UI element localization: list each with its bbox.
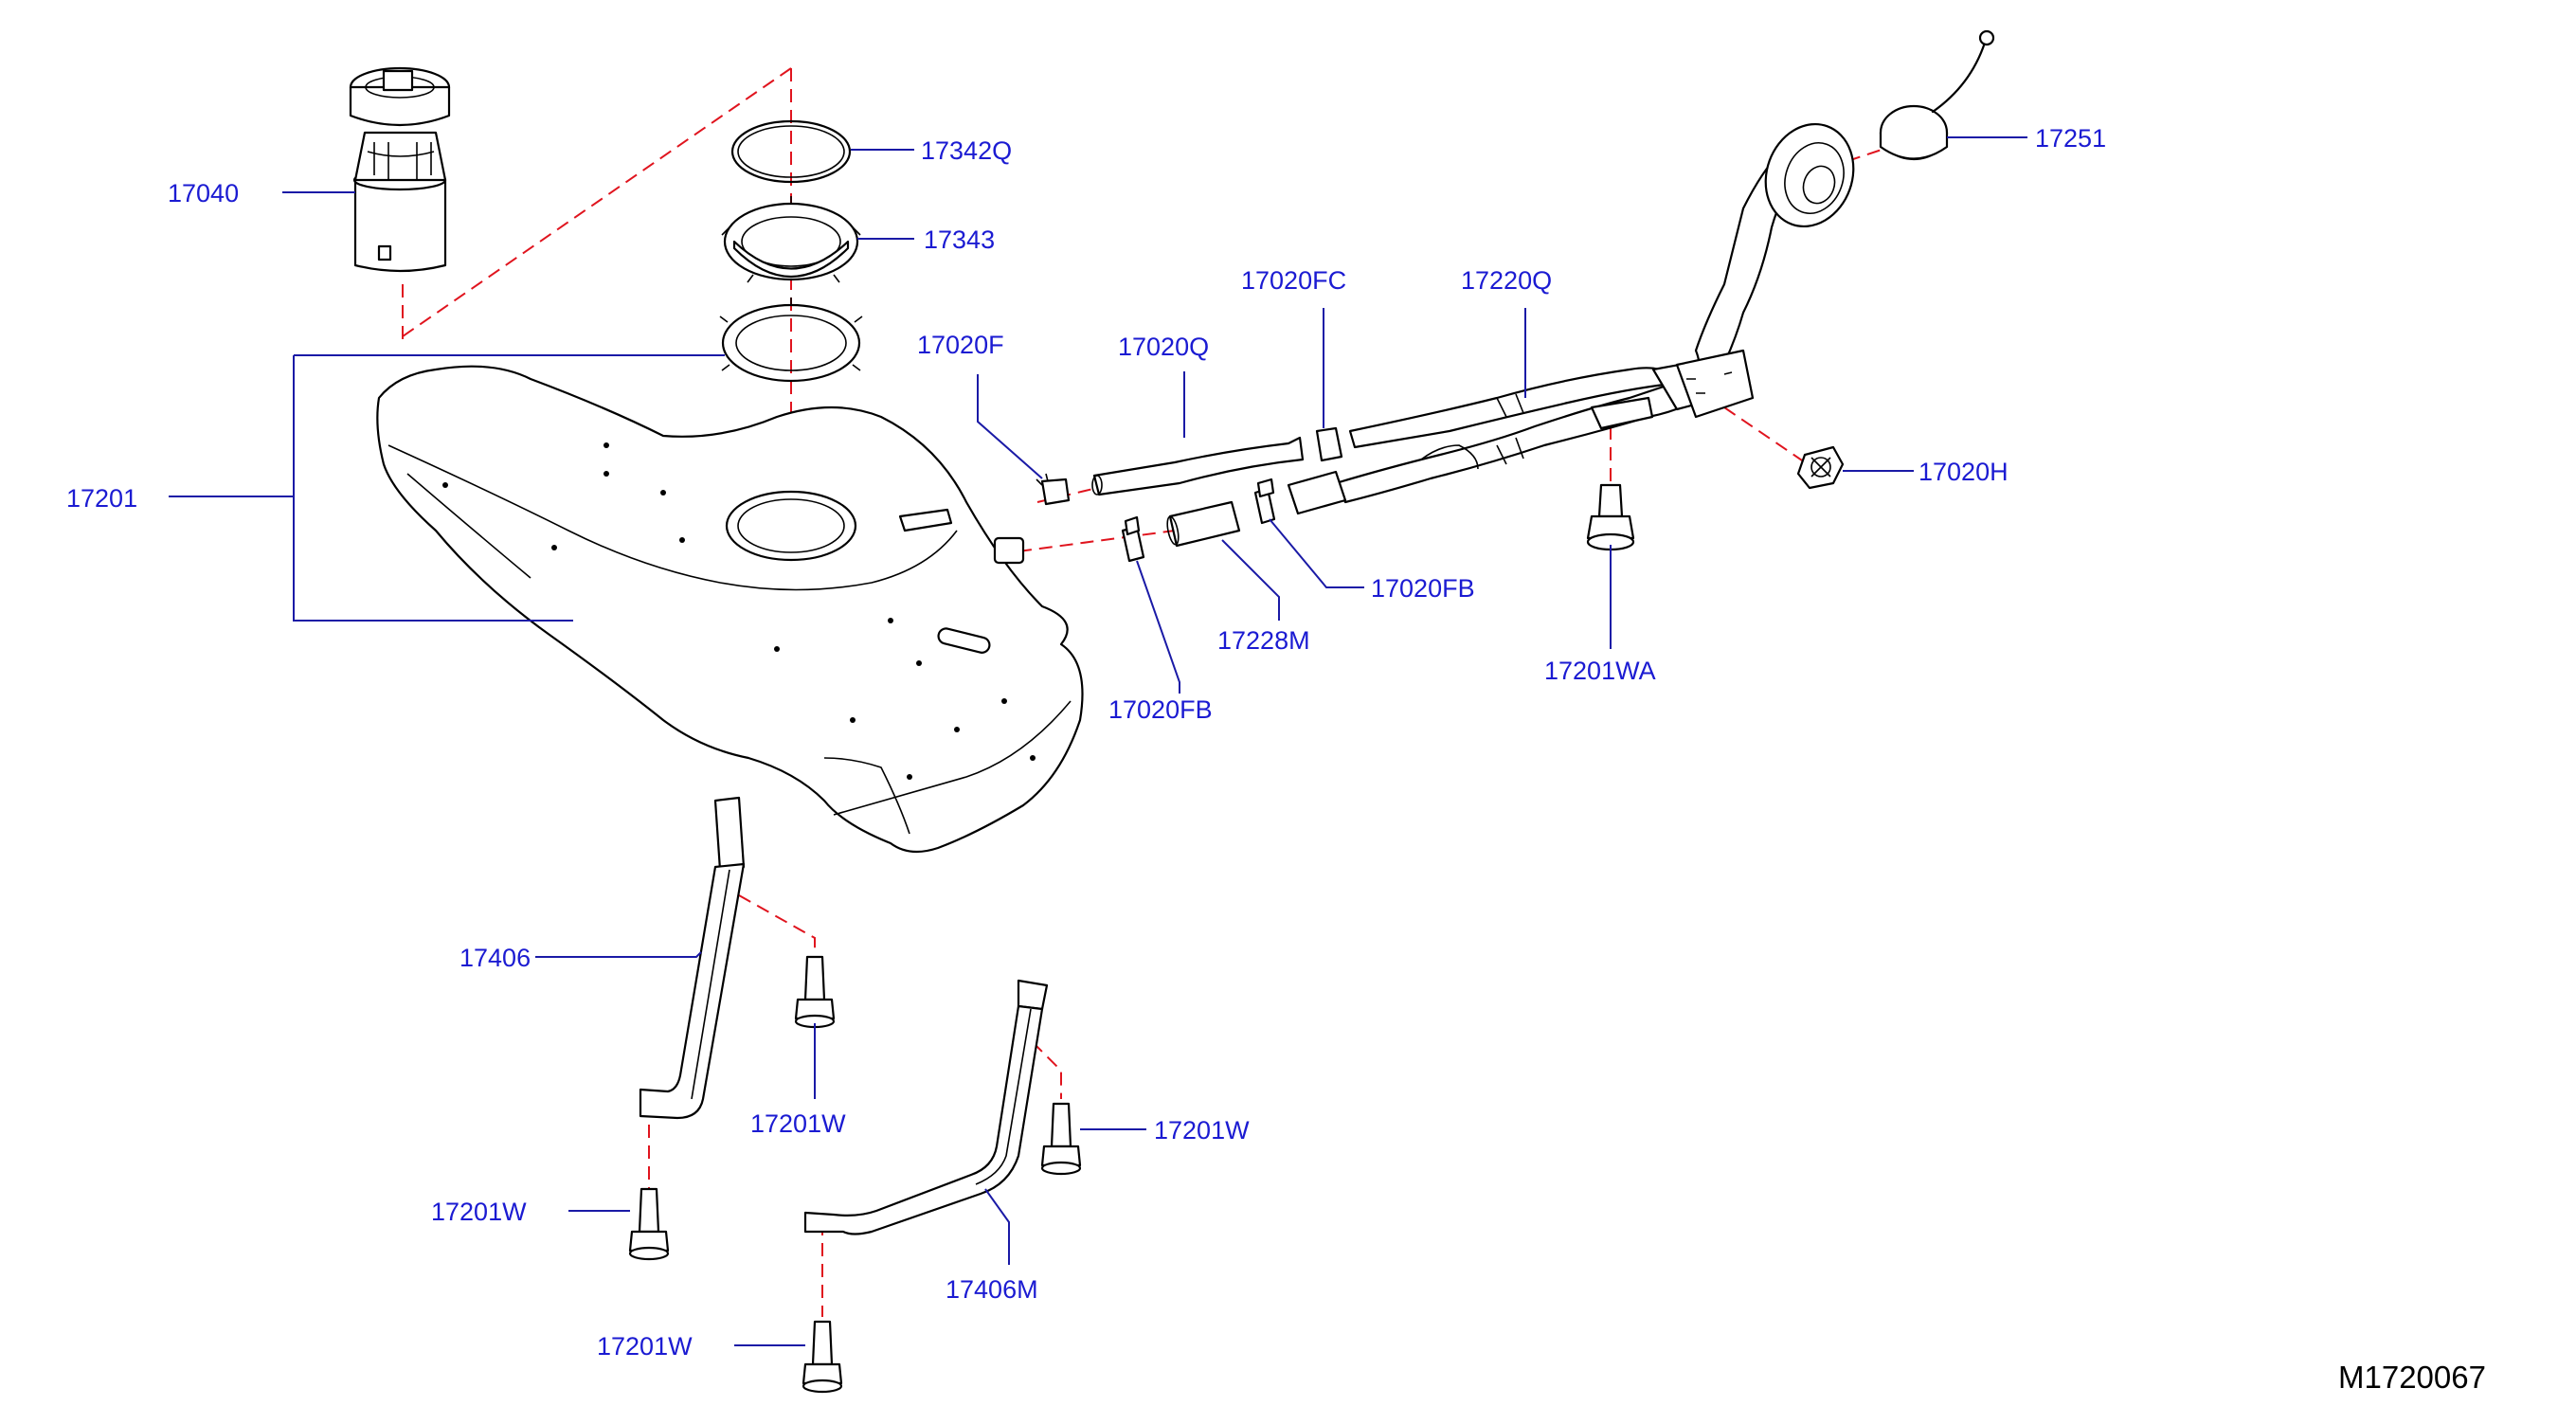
leader-lines (169, 136, 2027, 1346)
tank-strap-17406 (639, 796, 746, 1120)
hose-clamp-17020FB-right (1253, 478, 1276, 525)
part-labels: 17040 17342Q 17343 17201 17020F 17020Q 1… (66, 124, 2106, 1361)
label-17040: 17040 (168, 179, 239, 207)
label-17201W-c: 17201W (431, 1198, 527, 1226)
tank-mounting-dots (442, 442, 1036, 780)
bolt-17201WA (1586, 483, 1635, 551)
label-17020FC: 17020FC (1241, 266, 1346, 295)
tank-strap-17406M (803, 979, 1049, 1235)
filler-hose-17020Q (1091, 436, 1305, 496)
bolt-17201W-b (1040, 1102, 1082, 1176)
label-17220Q: 17220Q (1461, 266, 1552, 295)
filler-cap-17251 (1879, 29, 1995, 161)
hose-clamp-17020FB-left (1121, 515, 1145, 563)
hose-clamp-17020FC (1315, 426, 1343, 462)
fuel-tank-17201 (376, 365, 1084, 854)
label-17020FB-left: 17020FB (1108, 695, 1213, 724)
label-17020Q: 17020Q (1118, 333, 1209, 361)
label-17406M: 17406M (946, 1275, 1038, 1304)
label-17201W-a: 17201W (750, 1109, 846, 1138)
label-17201W-d: 17201W (597, 1332, 693, 1361)
label-17343: 17343 (924, 225, 995, 254)
label-17020F: 17020F (917, 331, 1004, 359)
label-17201WA: 17201WA (1544, 657, 1656, 685)
label-17228M: 17228M (1217, 626, 1310, 655)
drawing-code: M1720067 (2338, 1360, 2486, 1395)
label-17251: 17251 (2035, 124, 2106, 153)
fuel-pump-module-17040 (349, 66, 451, 273)
hose-17228M (1166, 500, 1241, 548)
label-17020H: 17020H (1918, 458, 2009, 486)
tank-retaining-ring (719, 297, 863, 383)
label-17406: 17406 (459, 944, 531, 972)
label-17201: 17201 (66, 484, 137, 513)
clip-17020H (1796, 445, 1845, 490)
lock-ring-17343 (721, 196, 861, 283)
label-17020FB-right: 17020FB (1371, 574, 1475, 603)
o-ring-17342Q (730, 119, 852, 184)
connector-pipe (1287, 470, 1347, 515)
hose-clamp-17020F (1036, 473, 1071, 506)
bolt-17201W-d (802, 1320, 843, 1394)
bolt-17201W-c (628, 1187, 670, 1261)
label-17201W-b: 17201W (1154, 1116, 1250, 1145)
bolt-17201W-a (794, 955, 836, 1029)
fuel-filler-tube (1334, 122, 1855, 504)
label-17342Q: 17342Q (921, 136, 1012, 165)
